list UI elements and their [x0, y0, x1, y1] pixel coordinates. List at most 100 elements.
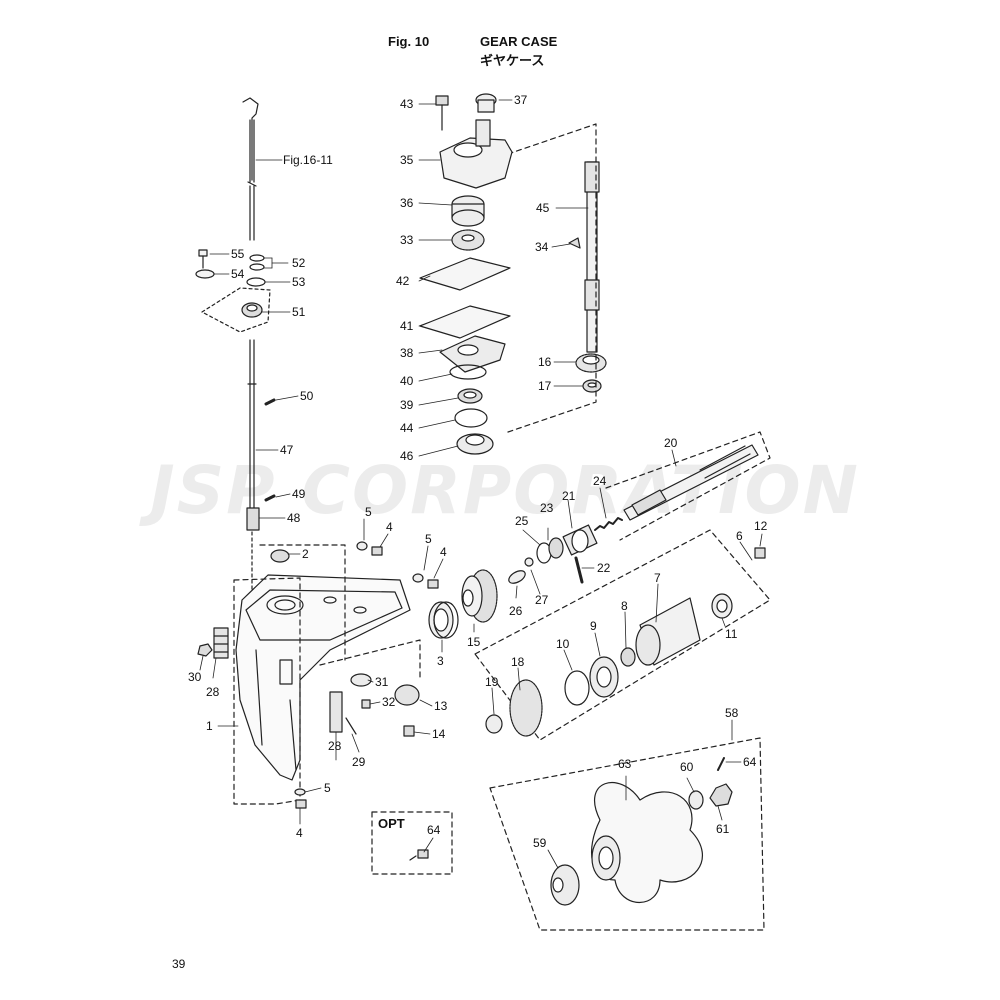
pump-base-38	[439, 335, 506, 373]
callout-58: 58	[725, 706, 739, 720]
callout-4b: 4	[440, 545, 447, 559]
thrust-washer-59	[550, 864, 580, 906]
o-ring-40	[449, 364, 487, 380]
ref-fig-16-11: Fig.16-11	[283, 153, 333, 167]
opt-label: OPT	[378, 816, 405, 831]
callout-39: 39	[400, 398, 414, 412]
callout-7: 7	[654, 571, 661, 585]
callout-37: 37	[514, 93, 528, 107]
ring-23	[548, 537, 564, 559]
ball-27	[524, 557, 534, 567]
anode-28-lower	[329, 691, 343, 733]
opt-box	[371, 811, 453, 875]
callout-28a: 28	[206, 685, 220, 699]
gear-15	[461, 569, 498, 623]
bearing-housing-7	[635, 597, 701, 666]
callout-31: 31	[375, 675, 389, 689]
bolt-43	[435, 95, 449, 131]
bracket-outline	[201, 287, 271, 333]
nut-17	[582, 379, 602, 393]
propeller-group-outline	[489, 737, 765, 931]
anode-28-left	[213, 627, 229, 659]
callout-60: 60	[680, 760, 694, 774]
callout-50: 50	[300, 389, 314, 403]
washer-5c	[294, 788, 306, 796]
spacer-26	[508, 570, 526, 584]
callout-35: 35	[400, 153, 414, 167]
shift-plunger-13	[394, 684, 420, 706]
shift-cam-48	[246, 507, 260, 531]
key-34	[568, 237, 581, 249]
callout-47: 47	[280, 443, 294, 457]
callout-4c: 4	[296, 826, 303, 840]
callout-54: 54	[231, 267, 245, 281]
pin-50	[264, 398, 276, 406]
seal-2	[270, 549, 290, 563]
callout-40: 40	[400, 374, 414, 388]
pin-22	[574, 556, 584, 584]
callout-53: 53	[292, 275, 306, 289]
callout-55: 55	[231, 247, 245, 261]
callout-64: 64	[427, 823, 441, 837]
nut-61	[709, 783, 733, 807]
callout-4a: 4	[386, 520, 393, 534]
seal-39	[457, 388, 483, 404]
callout-16: 16	[538, 355, 552, 369]
shift-slider-31	[350, 673, 372, 687]
callout-63: 63	[618, 757, 632, 771]
callout-3: 3	[437, 654, 444, 668]
bearing-3	[428, 601, 459, 639]
callout-12: 12	[754, 519, 768, 533]
figure-title-japanese: ギヤケース	[480, 54, 545, 69]
callout-1: 1	[206, 719, 213, 733]
callout-46: 46	[400, 449, 414, 463]
callout-34: 34	[535, 240, 549, 254]
callout-15: 15	[467, 635, 481, 649]
callout-2: 2	[302, 547, 309, 561]
callout-36: 36	[400, 196, 414, 210]
propeller-shaft-20	[623, 444, 759, 521]
bushing-8	[620, 647, 636, 667]
bearing-9	[589, 656, 619, 698]
callout-20: 20	[664, 436, 678, 450]
part-64	[409, 849, 429, 861]
callout-28b: 28	[328, 739, 342, 753]
housing-bracket-line	[233, 577, 301, 805]
callout-5a: 5	[365, 505, 372, 519]
callout-51: 51	[292, 305, 306, 319]
callout-8: 8	[621, 599, 628, 613]
callout-30: 30	[188, 670, 202, 684]
callout-22: 22	[597, 561, 611, 575]
bolt-12	[754, 547, 766, 559]
gear-18	[509, 679, 543, 737]
callout-23: 23	[540, 501, 554, 515]
o-ring-10	[564, 670, 590, 706]
washer-5a	[356, 541, 368, 551]
callout-19: 19	[485, 675, 499, 689]
washer-5b	[412, 573, 424, 583]
callout-45: 45	[536, 201, 550, 215]
bolt-4a	[371, 546, 383, 556]
callout-6: 6	[736, 529, 743, 543]
plate-41	[419, 305, 511, 339]
insert-36	[451, 195, 485, 227]
o-ring-52a	[249, 254, 265, 262]
callout-29: 29	[352, 755, 366, 769]
callout-62: 64	[743, 755, 757, 769]
callout-43: 43	[400, 97, 414, 111]
plate-54	[195, 269, 215, 279]
spring-24	[594, 517, 623, 531]
clutch-21	[562, 524, 598, 556]
callout-11: 11	[725, 627, 738, 641]
callout-32: 32	[382, 695, 396, 709]
shift-rod-hook	[242, 97, 259, 181]
drive-shaft-45	[584, 161, 600, 353]
o-ring-44	[454, 408, 488, 428]
callout-59: 59	[533, 836, 547, 850]
figure-number: Fig. 10	[388, 34, 430, 49]
impeller-33	[451, 229, 485, 251]
callout-33: 33	[400, 233, 414, 247]
nut-30	[197, 643, 213, 657]
